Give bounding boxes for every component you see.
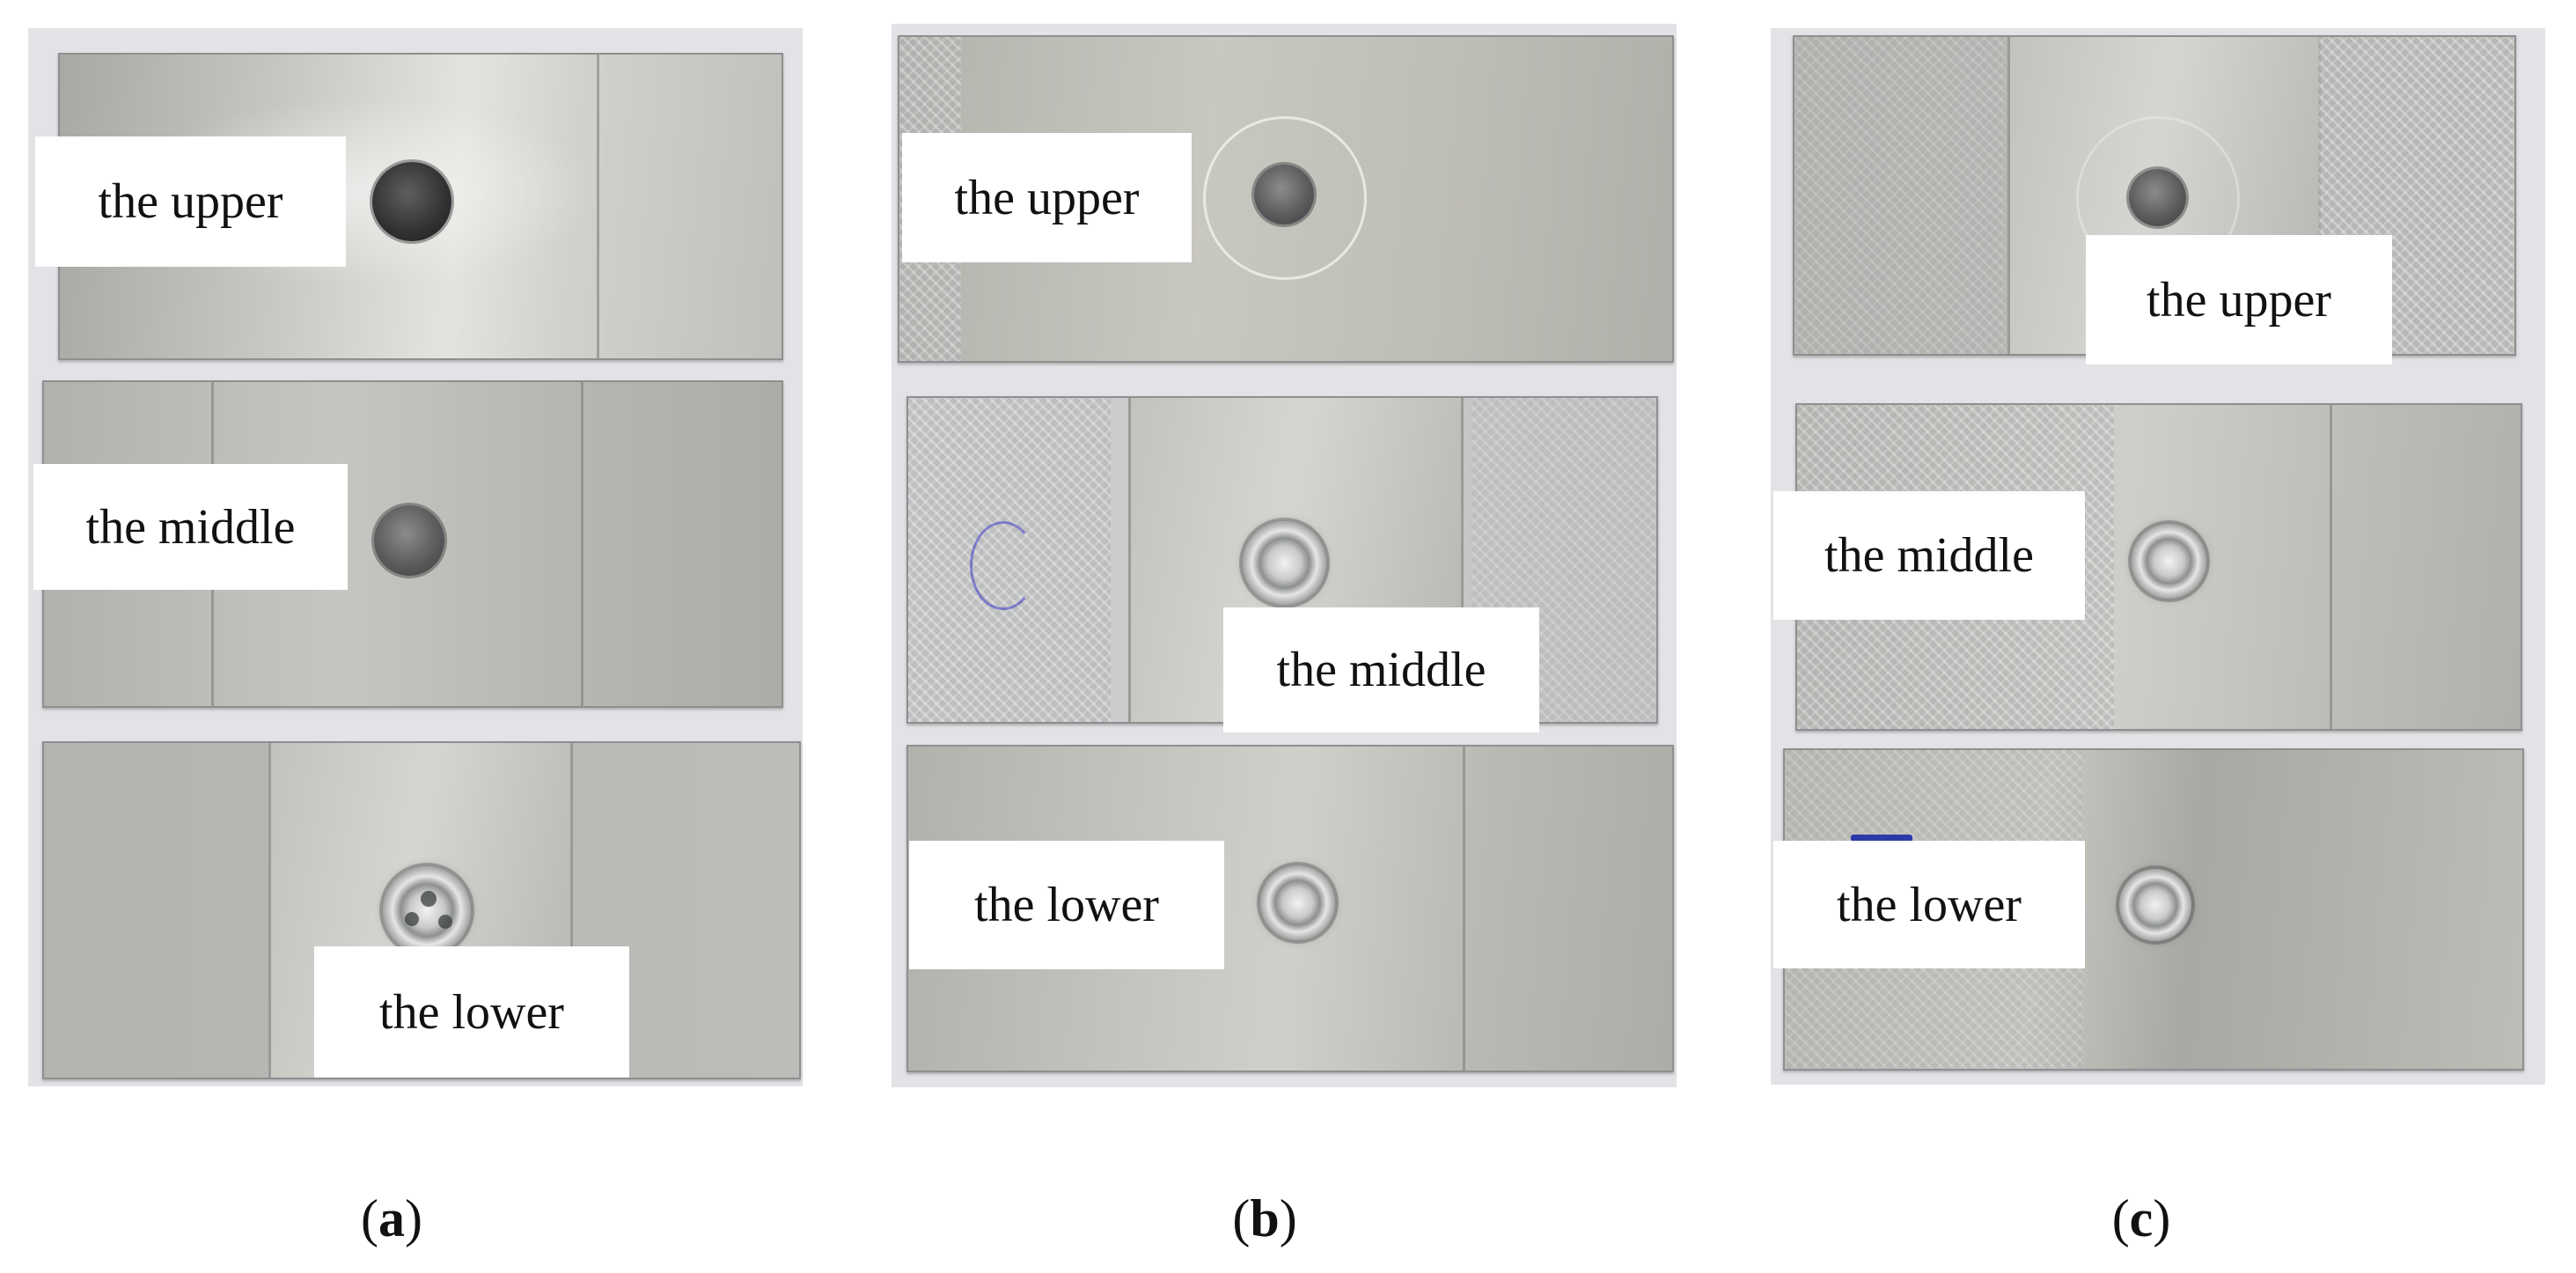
plate-seam bbox=[1463, 747, 1465, 1071]
rivet-hole bbox=[374, 505, 444, 576]
rivet bbox=[1243, 521, 1326, 605]
plate-seam bbox=[2330, 405, 2332, 729]
label-upper: the upper bbox=[902, 133, 1192, 262]
label-lower: the lower bbox=[909, 841, 1224, 969]
plate-knurl-texture bbox=[908, 398, 1111, 722]
label-middle: the middle bbox=[33, 464, 348, 590]
rivet-spot bbox=[421, 891, 437, 907]
rivet-spot bbox=[405, 912, 419, 926]
plate-knurl-texture bbox=[1794, 37, 2006, 354]
panel-caption-letter: a bbox=[378, 1189, 405, 1247]
label-upper: the upper bbox=[35, 136, 346, 267]
plate-seam bbox=[597, 55, 599, 358]
rivet-hole bbox=[1254, 165, 1314, 224]
panel-caption: (b) bbox=[1232, 1189, 1297, 1247]
label-upper: the upper bbox=[2086, 235, 2392, 364]
panel-caption-letter: c bbox=[2129, 1189, 2154, 1247]
rivet bbox=[1260, 865, 1335, 940]
rivet bbox=[2119, 869, 2191, 941]
rivet bbox=[383, 866, 471, 954]
panel-caption: (c) bbox=[2111, 1189, 2171, 1247]
label-lower: the lower bbox=[1773, 841, 2085, 968]
plate-middle bbox=[42, 380, 783, 708]
weld-ring bbox=[1203, 116, 1367, 280]
ink-mark bbox=[1851, 835, 1912, 842]
rivet-hole bbox=[372, 162, 451, 241]
panel-caption-letter: b bbox=[1250, 1189, 1280, 1247]
panel-caption: (a) bbox=[361, 1189, 422, 1247]
label-lower: the lower bbox=[314, 946, 629, 1078]
label-middle: the middle bbox=[1223, 607, 1539, 732]
plate-seam bbox=[581, 382, 583, 706]
rivet-spot bbox=[438, 915, 452, 929]
ink-scribble bbox=[970, 521, 1037, 610]
rivet bbox=[2132, 524, 2206, 599]
label-middle: the middle bbox=[1773, 491, 2085, 620]
rivet-hole bbox=[2129, 169, 2186, 226]
